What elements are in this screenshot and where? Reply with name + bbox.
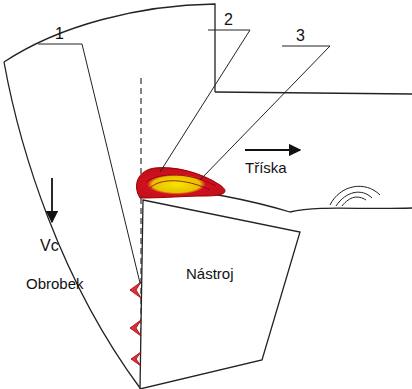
leader-line	[38, 44, 140, 283]
workpiece-outline	[4, 62, 140, 388]
callout-number: 3	[296, 28, 305, 44]
velocity-label: Vc	[40, 238, 59, 254]
velocity-arrow	[51, 178, 53, 222]
flank-zone	[130, 282, 141, 366]
callout-number: 1	[55, 26, 64, 42]
chip-curl	[330, 186, 380, 206]
chip-outline	[215, 92, 412, 94]
tool-outline	[140, 200, 300, 389]
tool-label: Nástroj	[186, 266, 234, 281]
shear-zone-lines	[150, 181, 210, 190]
chip-arrow	[245, 149, 300, 151]
leader-line	[200, 46, 330, 180]
workpiece-outline	[4, 4, 215, 92]
callout-number: 2	[224, 12, 233, 28]
shear-zone	[136, 168, 225, 198]
leader-line	[160, 30, 250, 172]
workpiece-label: Obrobek	[26, 276, 84, 291]
chip-label: Tříska	[245, 160, 287, 175]
shear-zone-lines	[146, 175, 216, 186]
